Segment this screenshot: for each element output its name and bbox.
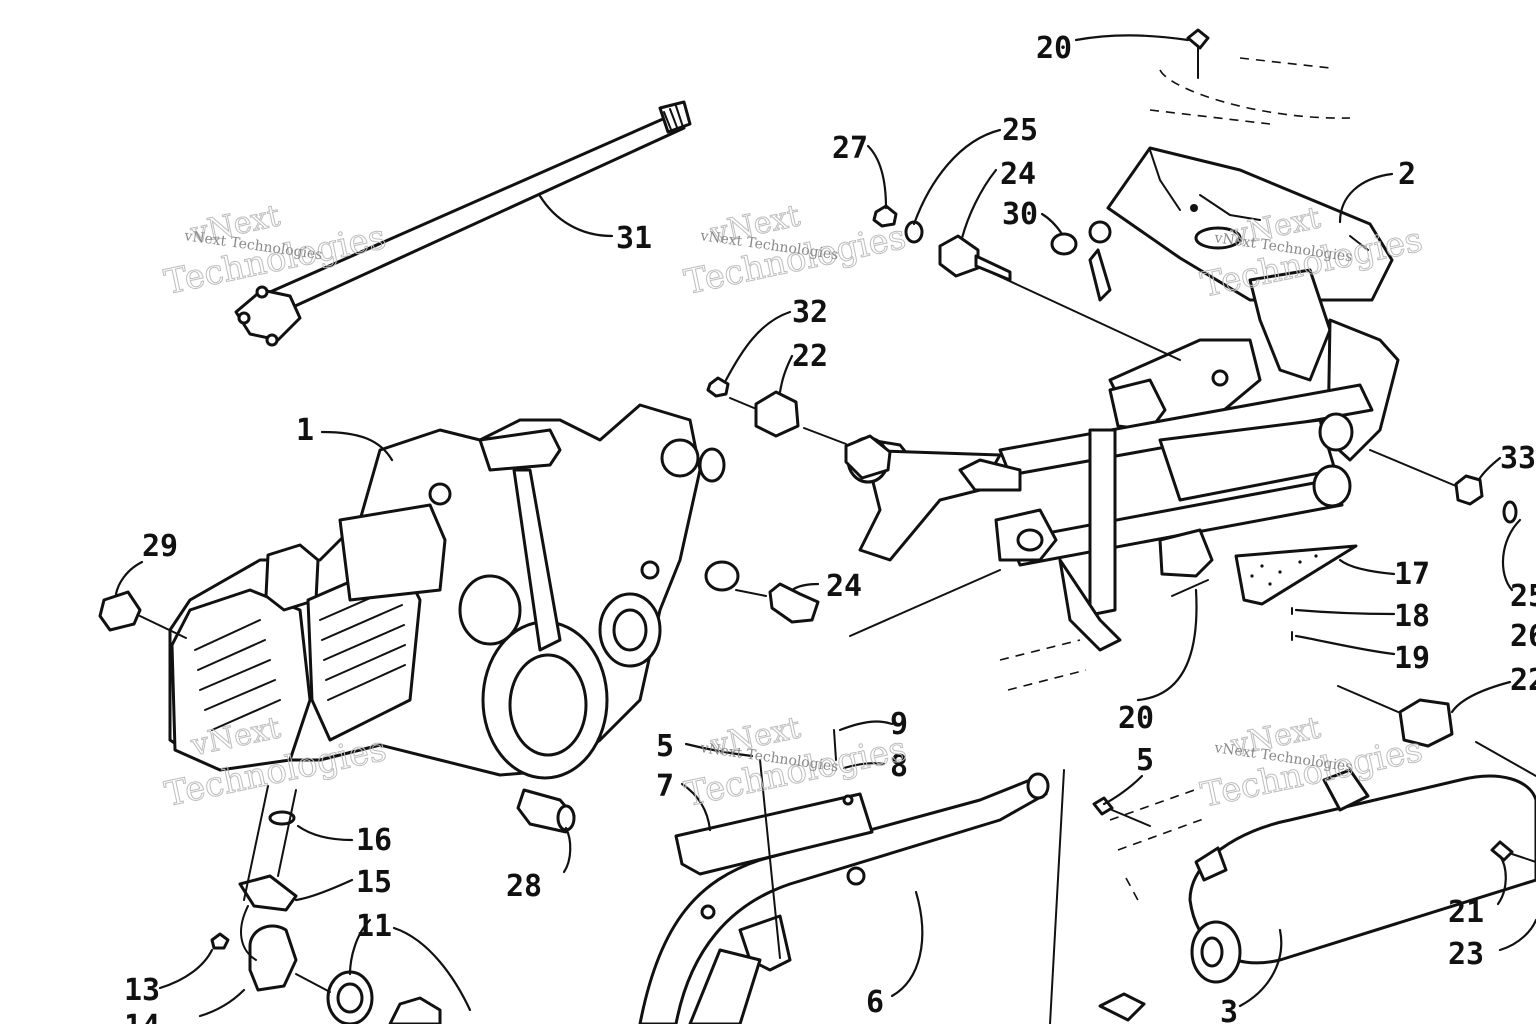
callout-26: 26 [1510,619,1536,654]
callout-14: 14 [124,1009,160,1024]
callout-32: 32 [792,295,828,330]
callout-27: 27 [832,131,868,166]
callout-13: 13 [124,973,160,1008]
callout-19: 19 [1394,641,1430,676]
callout-6: 6 [866,985,884,1020]
callout-8: 8 [890,749,908,784]
callout-22-left: 22 [792,339,828,374]
callout-2: 2 [1398,157,1416,192]
callout-16: 16 [356,823,392,858]
callout-5-left: 5 [656,729,674,764]
hardware-parts [706,28,1536,777]
callout-25-top: 25 [1002,113,1038,148]
drive-shaft-part [234,100,692,347]
callout-30: 30 [1002,197,1038,232]
callout-24-bottom: 24 [826,569,862,604]
callout-22-right: 22 [1510,663,1536,698]
callout-7: 7 [656,769,674,804]
callout-5-right: 5 [1136,743,1154,778]
callout-11: 11 [356,909,392,944]
callout-23: 23 [1448,937,1484,972]
callout-3: 3 [1220,995,1238,1024]
callout-21: 21 [1448,895,1484,930]
callout-28: 28 [506,869,542,904]
callout-18: 18 [1394,599,1430,634]
callout-33: 33 [1500,441,1536,476]
leader-lines [114,34,1536,1018]
exhaust-pipe-part [638,769,1065,1024]
muffler-part [1092,768,1536,1022]
callout-20-bottom: 20 [1118,701,1154,736]
oil-filter-assembly-part [210,785,442,1024]
callout-9: 9 [890,707,908,742]
heat-shield-part [674,729,874,959]
callout-labels: 1 2 3 5 5 6 7 8 9 11 13 14 15 16 17 18 1… [124,31,1536,1024]
assembly-axis-lines [729,57,1457,905]
engine-transmission-part [168,403,740,780]
callout-29: 29 [142,529,178,564]
spacer-28-part [516,788,576,834]
spacer-29-part [98,590,187,639]
callout-1: 1 [296,413,314,448]
watermarks: vNext Technologies vNext Technologies vN… [160,198,1426,816]
callout-20-top: 20 [1036,31,1072,66]
callout-24-top: 24 [1000,157,1036,192]
skid-plate-part [1234,544,1358,606]
callout-31: 31 [616,221,652,256]
callout-17: 17 [1394,557,1430,592]
callout-15: 15 [356,865,392,900]
callout-25-right: 25 [1510,579,1536,614]
